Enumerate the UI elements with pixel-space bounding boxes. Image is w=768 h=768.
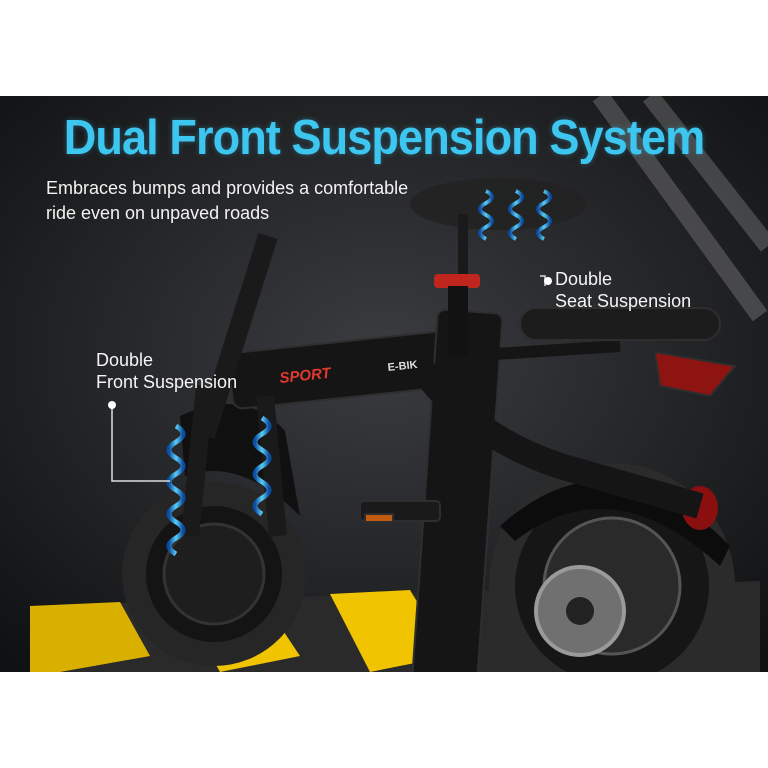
front-callout-line-2: Front Suspension bbox=[96, 372, 238, 392]
rear-wheel bbox=[489, 463, 735, 672]
front-suspension-callout: Double Front Suspension bbox=[96, 349, 237, 393]
product-photo: SPORT E-BIK bbox=[0, 96, 768, 672]
ebike-badge: E-BIK bbox=[387, 359, 418, 374]
front-springs bbox=[166, 415, 272, 557]
headline: Dual Front Suspension System bbox=[63, 111, 705, 165]
subheadline-line-2: ride even on unpaved roads bbox=[46, 203, 270, 223]
frame bbox=[181, 232, 737, 672]
diagonal-streaks bbox=[592, 96, 768, 322]
front-callout-dot bbox=[108, 401, 116, 409]
seat bbox=[410, 178, 586, 356]
seat-callout-dot bbox=[544, 277, 552, 285]
subheadline-line-1: Embraces bumps and provides a comfortabl… bbox=[46, 178, 409, 198]
front-callout-line-1: Double bbox=[96, 350, 154, 370]
seat-callout-line-1: Double bbox=[555, 269, 613, 289]
bottom-white-band bbox=[0, 672, 768, 768]
seat-callout-line-2: Seat Suspension bbox=[555, 291, 692, 311]
seat-springs bbox=[478, 189, 552, 241]
sport-badge: SPORT bbox=[279, 365, 334, 387]
seat-suspension-callout: Double Seat Suspension bbox=[555, 268, 691, 312]
subheadline: Embraces bumps and provides a comfortabl… bbox=[46, 176, 506, 226]
top-white-band bbox=[0, 0, 768, 96]
frame-badges: SPORT E-BIK bbox=[279, 359, 419, 387]
ebike-illustration: SPORT E-BIK bbox=[0, 96, 768, 672]
